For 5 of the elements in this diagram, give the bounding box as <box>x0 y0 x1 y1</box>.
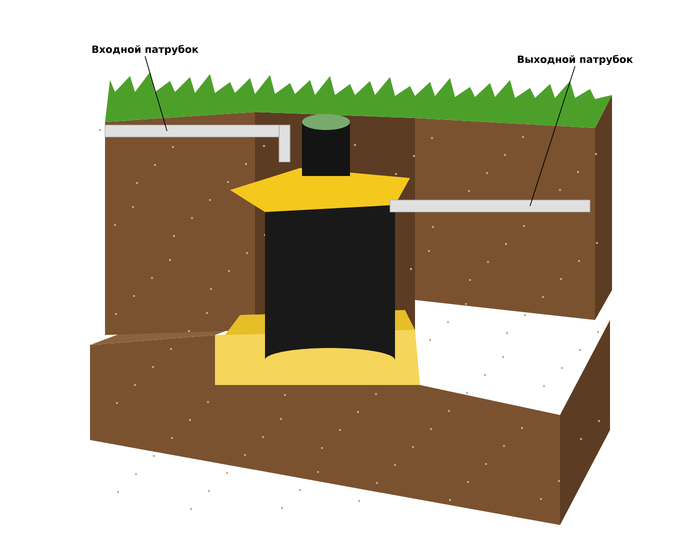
leader-line <box>530 66 576 206</box>
callout-label: Входной патрубок <box>92 44 198 56</box>
pipe <box>390 200 590 212</box>
callout-label: Выходной патрубок <box>518 54 633 66</box>
leader-line <box>144 56 168 132</box>
